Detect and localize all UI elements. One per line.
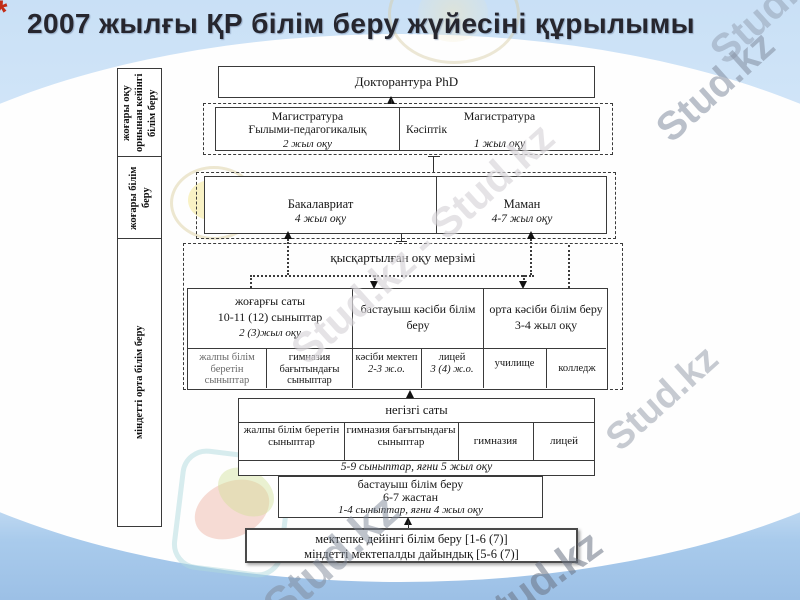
box-doctorate: Докторантура PhD — [218, 66, 595, 98]
cell-upper-stage: жоғарғы саты 10-11 (12) сыныптар 2 (3)жы… — [190, 293, 350, 341]
col-divider — [266, 348, 267, 388]
specialist-name: Маман — [503, 197, 541, 211]
dotted-connector — [568, 245, 570, 288]
secondary-prof-label: орта кәсіби білім беру 3-4 жыл оқу — [489, 302, 603, 332]
cell-note: 2-3 ж.о. — [368, 363, 405, 375]
dotted-connector — [287, 239, 289, 275]
sidebar-level-label: жоғары білім беру — [127, 165, 152, 230]
arrow-down-initial-prof-icon — [370, 281, 378, 289]
sidebar-levels: жоғары оқу орнынан кейінгі білім беру жо… — [117, 68, 162, 527]
master-sci-note: 2 жыл оқу — [282, 138, 332, 150]
arrow-up-to-bachelor-icon — [284, 231, 292, 239]
col-divider — [352, 348, 353, 388]
box-master-scientific: Магистратура Ғылыми-педагогикалық 2 жыл … — [215, 107, 400, 151]
table-upper-stage: жоғарғы саты 10-11 (12) сыныптар 2 (3)жы… — [187, 288, 608, 390]
col-divider — [483, 348, 484, 388]
col-divider — [344, 423, 345, 460]
cell-professional-school: кәсіби мектеп 2-3 ж.о. — [354, 352, 419, 375]
connector-primary-main — [408, 521, 409, 528]
sidebar-level-higher: жоғары білім беру — [118, 156, 161, 238]
main-stage-cells: жалпы білім беретін сыныптар гимназия ба… — [239, 423, 594, 460]
cell-general-classes: жалпы білім беретін сыныптар — [243, 424, 340, 448]
sidebar-level-label: жоғары оқу орнынан кейінгі білім беру — [121, 73, 158, 152]
sidebar-level-secondary: міндетті орта білім беру — [118, 238, 161, 524]
bachelor-divider — [436, 177, 437, 233]
primary-note: 1-4 сыныптар, яғни 4 жыл оқу — [338, 504, 483, 516]
upper-stage-note: 2 (3)жыл оқу — [239, 327, 301, 339]
connector-tbar — [428, 156, 440, 157]
master-sci-line1: Магистратура — [271, 109, 344, 123]
connector-tick — [401, 234, 402, 242]
cell-lyceum: лицей — [549, 435, 579, 447]
cell-gymnasium-classes: гимназия бағытындағы сыныптар — [346, 424, 456, 448]
box-bachelor: Бакалавриат 4 жыл оқу — [205, 197, 436, 227]
dotted-connector — [374, 275, 376, 283]
cell-uchilishche: училище — [485, 358, 544, 370]
dotted-connector — [523, 275, 525, 283]
arrow-down-secondary-prof-icon — [519, 281, 527, 289]
box-primary-education: бастауыш білім беру 6-7 жастан 1-4 сынып… — [278, 476, 543, 518]
upper-stage-line1: жоғарғы саты — [234, 294, 306, 308]
cell-secondary-professional: орта кәсіби білім беру 3-4 жыл оқу — [486, 301, 606, 333]
box-master-professional: Магистратура Кәсіптік 1 жыл оқу — [399, 107, 600, 151]
cell-text: жалпы білім беретін сыныптар — [199, 352, 255, 386]
col-divider — [546, 348, 547, 388]
cell-initial-professional: бастауыш кәсіби білім беру — [355, 301, 481, 333]
box-bachelor-specialist: Бакалавриат 4 жыл оқу Маман 4-7 жыл оқу — [204, 176, 607, 234]
cell-college: колледж — [548, 363, 606, 375]
arrow-up-to-upper-stage-icon — [406, 390, 414, 398]
connector-tick-bar — [396, 241, 407, 242]
group-bachelor — [196, 172, 616, 239]
main-stage-footer: 5-9 сыныптар, яғни 5 жыл оқу — [239, 460, 594, 475]
box-main-stage: негізгі саты жалпы білім беретін сыныпта… — [238, 398, 595, 476]
master-prof-line2: Кәсіптік — [406, 124, 448, 136]
connector-masters-bachelor — [433, 156, 434, 173]
specialist-note: 4-7 жыл оқу — [491, 213, 553, 225]
col-divider — [458, 423, 459, 460]
main-stage-header: негізгі саты — [239, 399, 594, 423]
page-title: 2007 жылғы ҚР білім беру жүйесіні құрылы… — [27, 8, 695, 39]
col-divider — [421, 348, 422, 388]
cell-text: колледж — [558, 363, 596, 374]
cell-text: училище — [494, 358, 535, 369]
cell-gymnasium-classes: гимназия бағытындағы сыныптар — [268, 352, 351, 387]
box-specialist: Маман 4-7 жыл оқу — [436, 197, 608, 227]
bachelor-note: 4 жыл оқу — [294, 213, 347, 225]
sidebar-level-postgraduate: жоғары оқу орнынан кейінгі білім беру — [118, 69, 161, 156]
primary-line1: бастауыш білім беру — [357, 477, 464, 491]
row-divider — [188, 348, 606, 349]
master-prof-note: 1 жыл оқу — [473, 138, 526, 150]
col-divider — [533, 423, 534, 460]
connector-masters-doctorate — [391, 99, 392, 104]
dotted-connector — [250, 275, 252, 288]
dotted-connector — [530, 239, 532, 275]
initial-prof-label: бастауыш кәсіби білім беру — [360, 302, 476, 332]
preschool-line1: мектепке дейінгі білім беру [1-6 (7)] — [315, 532, 508, 546]
cell-note: 3 (4) ж.о. — [430, 363, 474, 375]
group-masters — [203, 103, 613, 155]
box-preschool: мектепке дейінгі білім беру [1-6 (7)] мі… — [245, 528, 578, 563]
cell-text: кәсіби мектеп — [355, 352, 418, 363]
master-sci-line2: Ғылыми-педагогикалық — [248, 124, 367, 136]
arrow-up-to-specialist-icon — [527, 231, 535, 239]
cell-lyceum-prof: лицей 3 (4) ж.о. — [423, 352, 481, 375]
bachelor-name: Бакалавриат — [287, 197, 354, 211]
title-bullet: * — [0, 0, 7, 31]
dotted-connector — [250, 275, 534, 277]
master-prof-line1: Магистратура — [463, 109, 536, 123]
cell-text: лицей — [438, 352, 466, 363]
preschool-line2: міндетті мектепалды дайындық [5-6 (7)] — [304, 547, 519, 561]
cell-text: гимназия бағытындағы сыныптар — [279, 352, 340, 386]
cell-gymnasium: гимназия — [473, 435, 518, 447]
box-doctorate-label: Докторантура PhD — [354, 74, 459, 89]
upper-stage-line2: 10-11 (12) сыныптар — [217, 310, 323, 324]
cell-general-classes: жалпы білім беретін сыныптар — [189, 352, 265, 387]
shortened-track-label: қысқартылған оқу мерзімі — [330, 250, 476, 265]
col-divider — [352, 289, 353, 348]
sidebar-level-label: міндетті орта білім беру — [134, 324, 145, 439]
primary-line2: 6-7 жастан — [382, 490, 439, 504]
col-divider — [483, 289, 484, 348]
